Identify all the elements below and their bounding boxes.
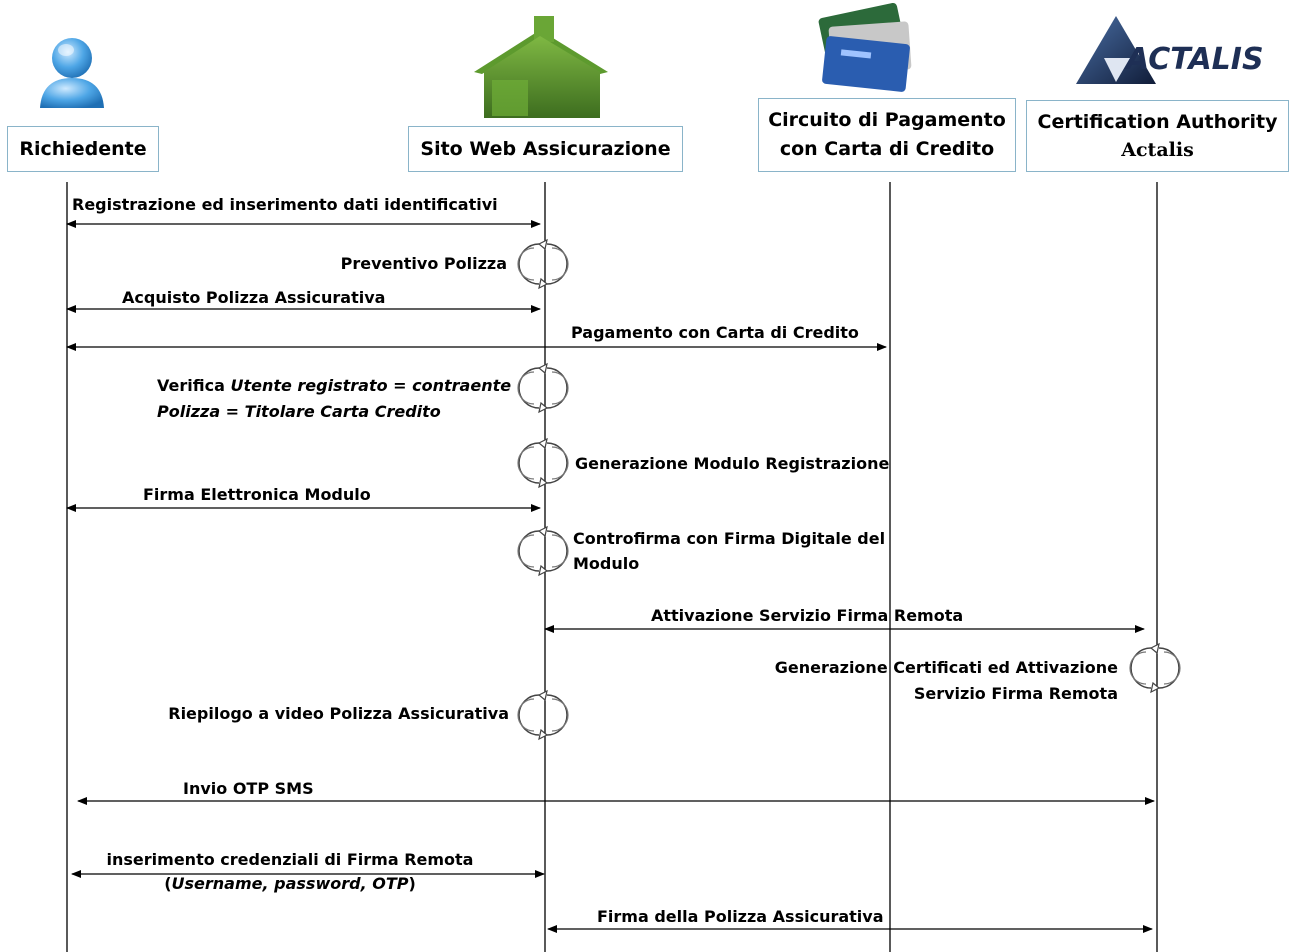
msg-pagamento: Pagamento con Carta di Credito — [571, 323, 859, 342]
msg-firma-polizza: Firma della Polizza Assicurativa — [597, 907, 884, 926]
msg-generazione-modulo: Generazione Modulo Registrazione — [575, 454, 890, 473]
msg-generazione-cert-line2: Servizio Firma Remota — [913, 684, 1118, 703]
msg-inserimento-italic: Username, password, OTP — [171, 874, 409, 893]
actor-circuito-line2: con Carta di Credito — [779, 138, 995, 160]
msg-inserimento-line1: inserimento credenziali di Firma Remota — [106, 850, 474, 869]
actor-circuito: Circuito di Pagamento con Carta di Credi… — [758, 98, 1016, 172]
msg-preventivo: Preventivo Polizza — [340, 254, 507, 273]
actalis-logo — [1076, 16, 1156, 84]
msg-verifica: Verifica Utente registrato = contraente … — [157, 373, 511, 425]
cycle-icon — [517, 239, 569, 289]
msg-registrazione: Registrazione ed inserimento dati identi… — [72, 195, 498, 214]
actor-richiedente: Richiedente — [7, 126, 159, 172]
credit-cards-icon — [818, 2, 912, 92]
actor-sito-web-label: Sito Web Assicurazione — [420, 138, 671, 160]
actalis-logo-text: ACTALIS — [1126, 42, 1264, 77]
msg-generazione-cert-line1: Generazione Certificati ed Attivazione — [774, 658, 1118, 677]
actor-sito-web: Sito Web Assicurazione — [408, 126, 683, 172]
cycle-icon — [517, 363, 569, 413]
msg-controfirma: Controfirma con Firma Digitale del Modul… — [573, 526, 885, 576]
actor-ca-line1: Certification Authority — [1037, 111, 1278, 133]
actor-circuito-line1: Circuito di Pagamento — [768, 109, 1006, 131]
msg-invio-otp: Invio OTP SMS — [183, 779, 314, 798]
msg-controfirma-line1: Controfirma con Firma Digitale del — [573, 529, 886, 548]
msg-inserimento: inserimento credenziali di Firma Remota … — [104, 848, 476, 896]
msg-inserimento-paren-close: ) — [408, 874, 416, 893]
actor-richiedente-label: Richiedente — [19, 138, 147, 160]
msg-inserimento-paren-open: ( — [164, 874, 172, 893]
msg-riepilogo: Riepilogo a video Polizza Assicurativa — [168, 704, 509, 723]
msg-attivazione: Attivazione Servizio Firma Remota — [651, 606, 964, 625]
cycle-icon — [517, 526, 569, 576]
msg-generazione-cert: Generazione Certificati ed Attivazione S… — [775, 655, 1118, 707]
msg-verifica-prefix: Verifica — [157, 376, 231, 395]
msg-firma-elettronica: Firma Elettronica Modulo — [143, 485, 371, 504]
cycle-icon — [517, 438, 569, 488]
cycle-icon — [517, 690, 569, 740]
actor-ca-line2: Actalis — [1121, 139, 1194, 161]
msg-controfirma-line2: Modulo — [573, 554, 640, 573]
msg-acquisto: Acquisto Polizza Assicurativa — [122, 288, 386, 307]
house-icon — [474, 16, 608, 118]
user-icon — [40, 38, 104, 108]
msg-verifica-italic2: Polizza = Titolare Carta Credito — [157, 402, 441, 421]
cycle-icon — [1129, 643, 1181, 693]
actor-ca: Certification Authority Actalis — [1026, 100, 1289, 172]
msg-verifica-italic1: Utente registrato = contraente — [230, 376, 512, 395]
